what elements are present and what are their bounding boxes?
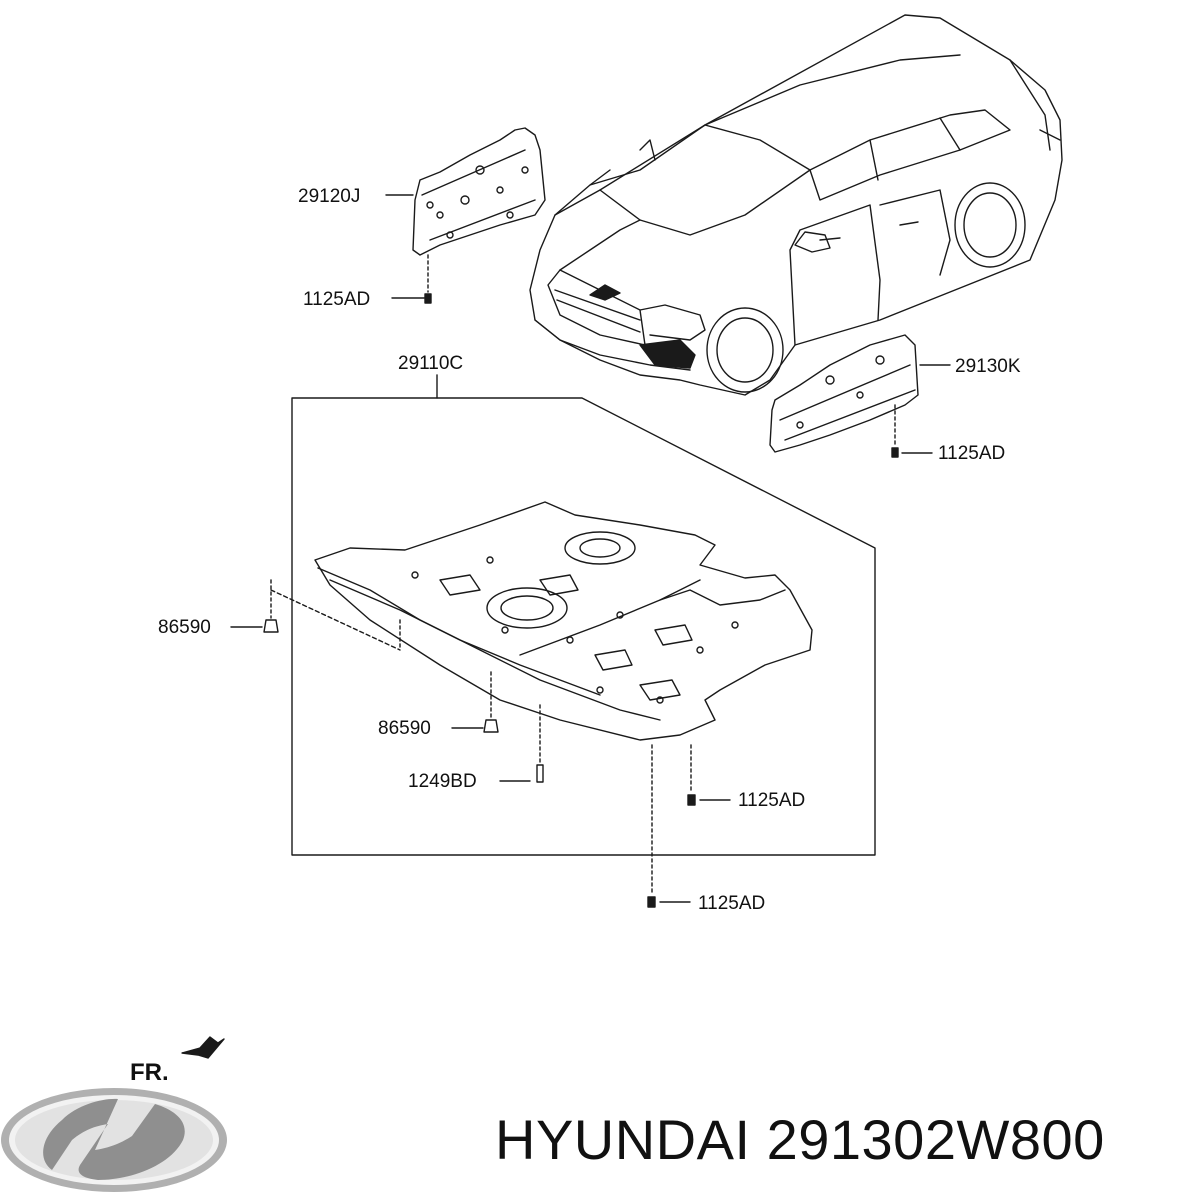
part-29110c-undercover <box>314 501 813 741</box>
part-29130k-shield <box>769 334 919 453</box>
hyundai-logo-icon <box>1 1088 227 1192</box>
callout-1249bd: 1249BD <box>408 771 477 792</box>
callout-1125ad-right: 1125AD <box>938 443 1006 464</box>
part-number: 291302W800 <box>766 1108 1105 1171</box>
callout-86590-mid: 86590 <box>378 718 431 739</box>
callout-1125ad-inner: 1125AD <box>738 790 806 811</box>
brand-name: HYUNDAI <box>495 1108 751 1171</box>
callout-1125ad-top: 1125AD <box>303 289 371 310</box>
callout-86590-left: 86590 <box>158 617 211 638</box>
callout-29130k: 29130K <box>955 356 1021 377</box>
part-caption: HYUNDAI 291302W800 <box>495 1112 1105 1168</box>
callout-29110c: 29110C <box>398 353 464 374</box>
callout-29120j: 29120J <box>298 186 361 207</box>
part-29120j-shield <box>412 127 546 256</box>
vehicle-illustration <box>529 14 1063 396</box>
callout-1125ad-bottom: 1125AD <box>698 893 766 914</box>
assembly-frame <box>291 397 876 856</box>
front-direction-arrow-icon <box>181 1036 225 1059</box>
front-direction-label: FR. <box>130 1059 169 1086</box>
